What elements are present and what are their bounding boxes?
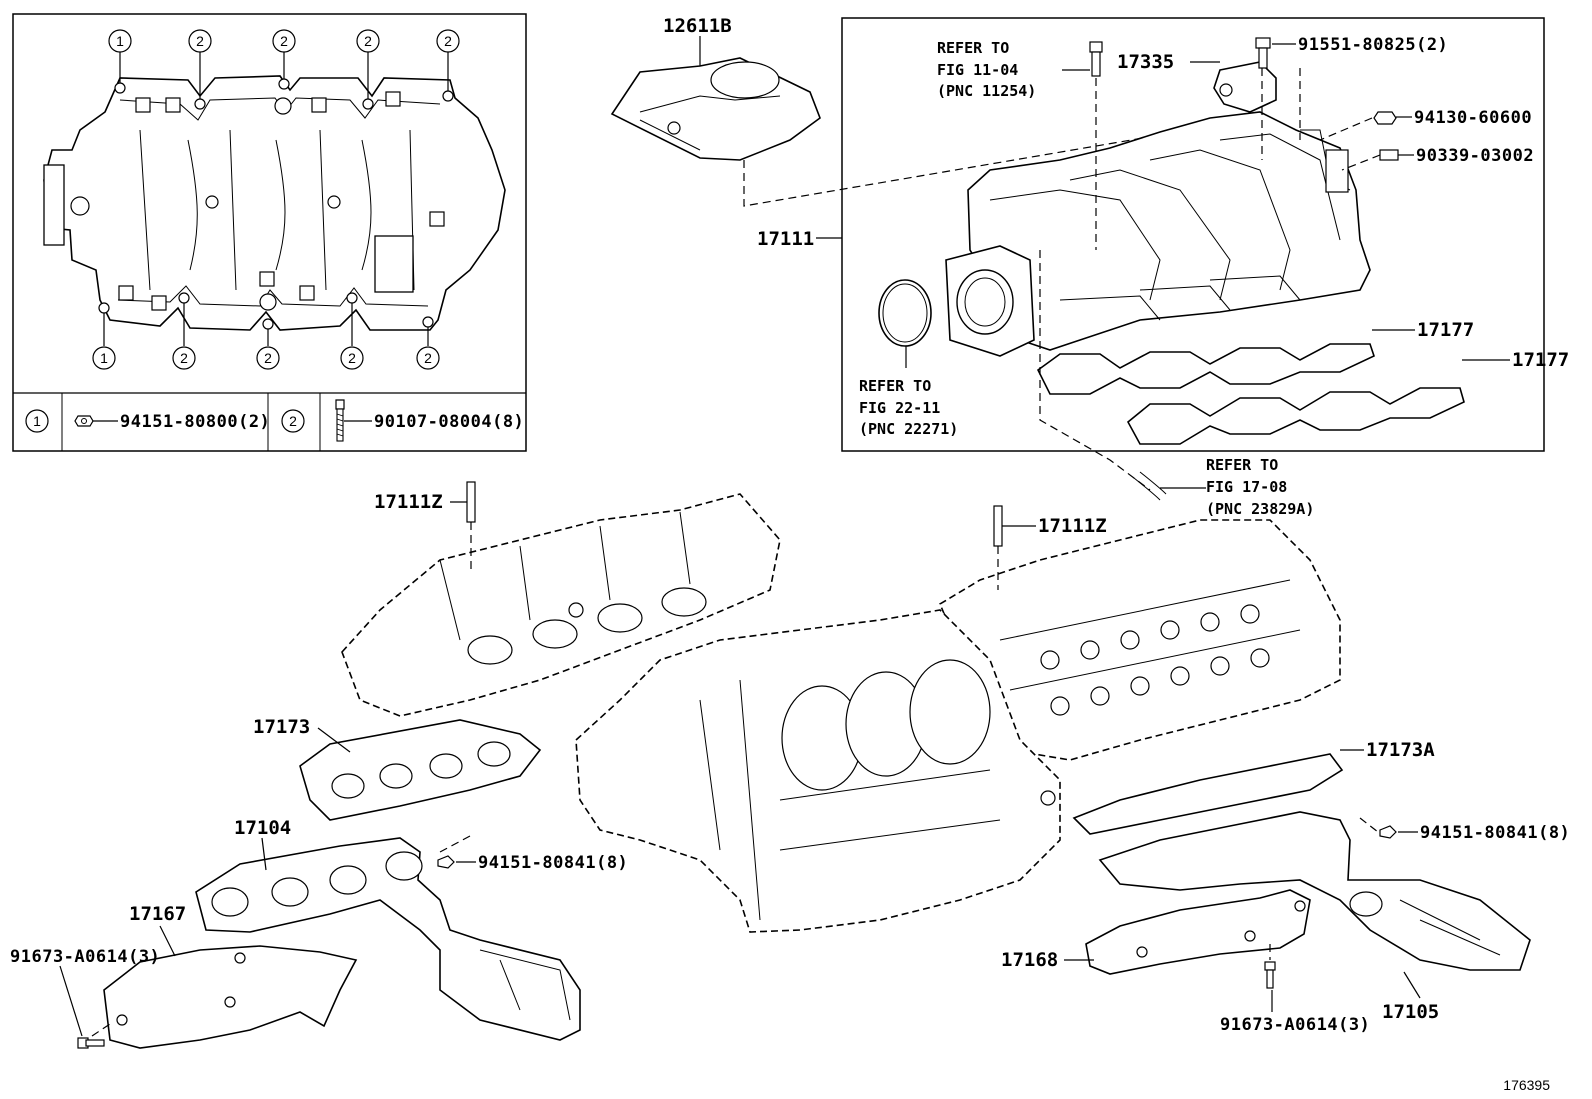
label-91673-A0614-left[interactable]: 91673-A0614(3)	[10, 947, 160, 967]
exhaust-gasket-17173	[299, 719, 542, 821]
label-94151-80841-right[interactable]: 94151-80841(8)	[1420, 823, 1570, 843]
exhaust-gasket-17173A	[1072, 749, 1364, 835]
heat-insulator-17168	[1064, 889, 1311, 975]
svg-text:1: 1	[116, 33, 124, 49]
callout-circle: 2	[172, 346, 196, 370]
label-17167[interactable]: 17167	[129, 903, 186, 925]
engine-block	[575, 609, 1061, 933]
cylinder-head-left	[341, 493, 781, 717]
svg-text:1: 1	[33, 413, 41, 429]
nut-94151-right	[1359, 817, 1418, 839]
svg-text:2: 2	[196, 33, 204, 49]
throttle-gasket	[878, 279, 932, 368]
svg-text:2: 2	[364, 33, 372, 49]
engine-cover-12611B: 12611B	[610, 15, 821, 161]
callout-circle: 2	[340, 346, 364, 370]
inset-callouts-top: 1 2 2 2 2	[108, 29, 460, 110]
callout-circle: 2	[416, 346, 440, 370]
label-94130-60600[interactable]: 94130-60600	[1414, 108, 1532, 128]
label-17104[interactable]: 17104	[234, 817, 291, 839]
label-90339-03002[interactable]: 90339-03002	[1416, 146, 1534, 166]
bolt-ref-11254	[1062, 41, 1103, 250]
intake-manifold-top-view	[43, 75, 506, 331]
svg-text:2: 2	[348, 350, 356, 366]
svg-text:2: 2	[280, 33, 288, 49]
label-91673-A0614-right[interactable]: 91673-A0614(3)	[1220, 1015, 1370, 1035]
callout-circle: 1	[108, 29, 132, 53]
label-17335[interactable]: 17335	[1117, 51, 1174, 73]
nut-94151-left	[437, 835, 476, 869]
svg-text:2: 2	[424, 350, 432, 366]
svg-text:2: 2	[180, 350, 188, 366]
legend-key-2: 2	[281, 409, 305, 433]
label-17177-lower[interactable]: 17177	[1512, 349, 1569, 371]
bolt-91673-right	[1264, 944, 1276, 1012]
stud-90339	[1379, 149, 1414, 161]
label-17111Z-right[interactable]: 17111Z	[1038, 515, 1107, 537]
heat-insulator-17167	[103, 925, 358, 1049]
hose-ref-23829A	[1133, 471, 1206, 501]
nut-94130	[1373, 111, 1412, 125]
intake-gasket-17177-lower	[1126, 359, 1510, 445]
sensor-17335	[1190, 61, 1277, 113]
label-17173[interactable]: 17173	[253, 716, 310, 738]
ref-fig-11-04-line3: (PNC 11254)	[937, 82, 1036, 100]
label-17111[interactable]: 17111	[757, 228, 814, 250]
legend-part-1[interactable]: 94151-80800(2)	[120, 412, 270, 432]
exhaust-manifold-17104	[195, 837, 581, 1041]
callout-circle: 2	[272, 29, 296, 53]
svg-text:2: 2	[264, 350, 272, 366]
callout-circle: 2	[256, 346, 280, 370]
ref-fig-22-11-line1: REFER TO	[859, 377, 931, 395]
ref-fig-17-08-line2[interactable]: FIG 17-08	[1206, 478, 1287, 496]
inset-box: 1 2 2 2 2 1 2 2 2 2 1 94151-80800(	[12, 13, 527, 452]
callout-circle: 2	[188, 29, 212, 53]
bolt-91673-left	[59, 965, 111, 1049]
label-17173A[interactable]: 17173A	[1366, 739, 1435, 761]
ref-fig-17-08-line3: (PNC 23829A)	[1206, 500, 1314, 518]
label-94151-80841-left[interactable]: 94151-80841(8)	[478, 853, 628, 873]
exhaust-manifold-17105	[1098, 811, 1531, 999]
ref-fig-22-11-line2[interactable]: FIG 22-11	[859, 399, 940, 417]
cylinder-head-right	[938, 519, 1341, 761]
callout-circle: 2	[356, 29, 380, 53]
nut-icon	[74, 415, 94, 427]
label-17177-upper[interactable]: 17177	[1417, 319, 1474, 341]
intake-gasket-17177-upper	[1036, 329, 1415, 395]
label-17105[interactable]: 17105	[1382, 1001, 1439, 1023]
intake-box: 17111 17177 17177	[757, 17, 1569, 452]
bolt-icon	[335, 399, 345, 442]
legend-part-2[interactable]: 90107-08004(8)	[374, 412, 524, 432]
label-17168[interactable]: 17168	[1001, 949, 1058, 971]
ref-fig-17-08-line1: REFER TO	[1206, 456, 1278, 474]
inset-legend: 1 94151-80800(2) 2 90107-08004(8)	[25, 399, 524, 442]
callout-circle: 1	[92, 346, 116, 370]
svg-text:1: 1	[100, 350, 108, 366]
ref-fig-11-04-line1: REFER TO	[937, 39, 1009, 57]
ref-fig-11-04-line2[interactable]: FIG 11-04	[937, 61, 1018, 79]
figure-number: 176395	[1503, 1077, 1550, 1093]
legend-key-1: 1	[25, 409, 49, 433]
ref-fig-22-11-line3: (PNC 22271)	[859, 420, 958, 438]
callout-circle: 2	[436, 29, 460, 53]
svg-text:2: 2	[289, 413, 297, 429]
bolt-91551	[1255, 37, 1296, 69]
label-91551-80825[interactable]: 91551-80825(2)	[1298, 35, 1448, 55]
svg-text:2: 2	[444, 33, 452, 49]
intake-manifold-17111	[945, 111, 1371, 357]
label-12611B[interactable]: 12611B	[663, 15, 732, 37]
label-17111Z-left[interactable]: 17111Z	[374, 491, 443, 513]
inset-callouts-bottom: 1 2 2 2 2	[92, 292, 440, 370]
